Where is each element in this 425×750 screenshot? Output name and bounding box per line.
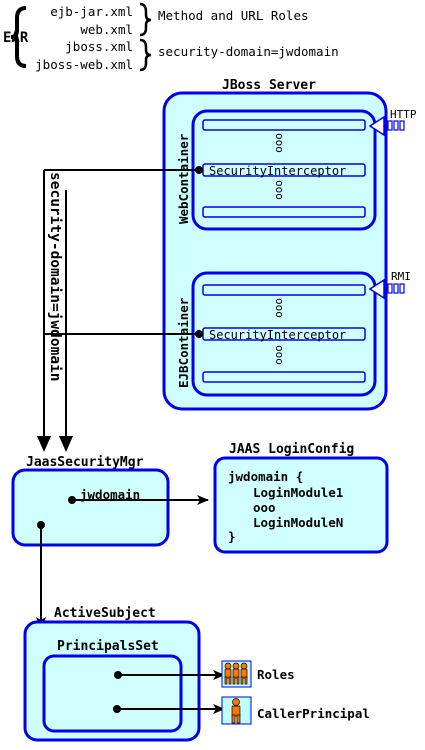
rmi-label: RMI <box>391 270 411 283</box>
ear-file-2: web.xml <box>80 22 133 37</box>
domain-note: security-domain=jwdomain <box>158 44 339 59</box>
web-ellipsis-top: ooo <box>273 133 286 153</box>
server-title: JBoss Server <box>222 78 316 93</box>
ejb-ellipsis-bottom: ooo <box>273 345 286 365</box>
login-config-line-4: LoginModuleN <box>253 515 343 530</box>
jboss-server: JBoss Server WebContainer ooo SecurityIn… <box>162 78 417 411</box>
ear-file-4: jboss-web.xml <box>35 57 133 72</box>
ear-section: EAR ejb-jar.xml web.xml jboss.xml jboss-… <box>3 2 339 72</box>
security-manager-title: JaasSecurityMgr <box>26 455 144 470</box>
principals-set-title: PrincipalsSet <box>57 639 159 654</box>
security-manager-domain: jwdomain <box>80 487 140 502</box>
http-label: HTTP <box>390 108 417 121</box>
jaas-login-config: JAAS LoginConfig jwdomain { LoginModule1… <box>213 442 389 554</box>
roles-brace <box>139 2 152 37</box>
ejb-slot-top <box>202 284 366 296</box>
web-ellipsis-bottom: ooo <box>273 180 286 200</box>
ejb-slot-bottom <box>202 371 366 383</box>
login-config-line-3: ooo <box>253 500 276 515</box>
ear-file-3: jboss.xml <box>65 39 133 54</box>
ear-file-1: ejb-jar.xml <box>50 4 133 19</box>
login-config-title: JAAS LoginConfig <box>229 442 354 457</box>
ejb-security-interceptor: SecurityInterceptor <box>209 328 346 342</box>
rmi-arrow-icon <box>368 278 405 300</box>
interceptor-connectors <box>37 166 203 452</box>
domain-brace <box>139 38 152 72</box>
web-security-interceptor: SecurityInterceptor <box>209 164 346 178</box>
web-container-label: WebContainer <box>176 133 191 224</box>
principals-set-box <box>42 654 183 733</box>
login-config-line-2: LoginModule1 <box>253 485 343 500</box>
ejb-container-label: EJBContainer <box>176 297 191 388</box>
login-config-box <box>213 456 389 554</box>
http-arrow-icon <box>368 115 405 137</box>
active-subject: ActiveSubject PrincipalsSet <box>23 606 225 742</box>
jaas-security-manager: JaasSecurityMgr jwdomain <box>11 455 209 629</box>
roles-group-icon <box>221 660 252 688</box>
caller-principal-label: CallerPrincipal <box>257 706 370 721</box>
security-manager-box <box>11 468 170 547</box>
active-subject-title: ActiveSubject <box>54 606 156 621</box>
ejb-ellipsis-top: ooo <box>273 298 286 318</box>
caller-person-icon <box>221 696 252 725</box>
ear-brace <box>10 6 27 68</box>
roles-note: Method and URL Roles <box>158 8 309 23</box>
roles-label: Roles <box>257 667 295 682</box>
vertical-security-domain-label: security-domain=jwdomain <box>47 172 63 382</box>
web-slot-bottom <box>202 206 366 218</box>
web-slot-top <box>202 119 366 131</box>
login-config-line-5: } <box>228 529 236 544</box>
login-config-line-1: jwdomain { <box>228 469 303 484</box>
